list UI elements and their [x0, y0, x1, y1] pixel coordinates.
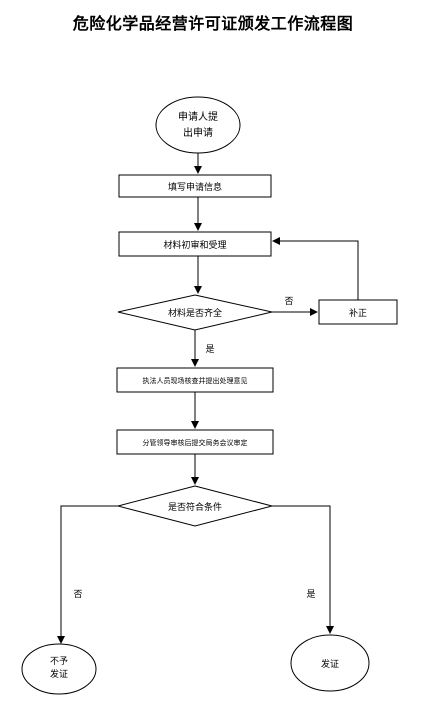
edge-complete-yes-label: 是 — [205, 344, 214, 355]
node-inspection: 执法人员现场核查并提出处理意见 — [116, 367, 274, 393]
node-start-line2: 出申请 — [183, 126, 213, 139]
node-materials-complete: 材料是否齐全 — [117, 294, 273, 331]
node-materials-complete-label: 材料是否齐全 — [168, 307, 222, 319]
edge-conditions-yes-label: 是 — [306, 589, 315, 600]
edge-conditions-yes — [272, 505, 334, 634]
node-start-line1: 申请人提 — [178, 110, 218, 123]
edge-complete-no-label: 否 — [284, 296, 293, 307]
node-fill-info: 填写申请信息 — [118, 174, 272, 198]
node-start: 申请人提 出申请 — [155, 96, 241, 154]
edge-conditions-no-label: 否 — [73, 589, 82, 600]
node-reject-line2: 发证 — [50, 668, 68, 680]
node-review-label: 材料初审和受理 — [163, 239, 226, 251]
node-inspection-label: 执法人员现场核查并提出处理意见 — [143, 376, 248, 385]
node-issue: 发证 — [290, 634, 370, 692]
node-leader-review: 分管领导审核后提交局务会议审定 — [116, 429, 274, 455]
node-reject: 不予 发证 — [21, 643, 97, 695]
node-meets-conditions: 是否符合条件 — [116, 485, 274, 527]
node-supplement: 补正 — [318, 299, 398, 325]
node-reject-line1: 不予 — [50, 656, 68, 667]
node-issue-label: 发证 — [321, 658, 339, 670]
node-leader-review-label: 分管领导审核后提交局务会议审定 — [143, 438, 248, 447]
page-title: 危险化学品经营许可证颁发工作流程图 — [72, 14, 354, 33]
node-meets-conditions-label: 是否符合条件 — [168, 501, 222, 513]
node-fill-info-label: 填写申请信息 — [168, 181, 222, 193]
node-supplement-label: 补正 — [349, 307, 367, 319]
node-review: 材料初审和受理 — [118, 231, 272, 257]
edge-conditions-no — [57, 505, 118, 644]
edge-supplement-review — [272, 237, 359, 300]
